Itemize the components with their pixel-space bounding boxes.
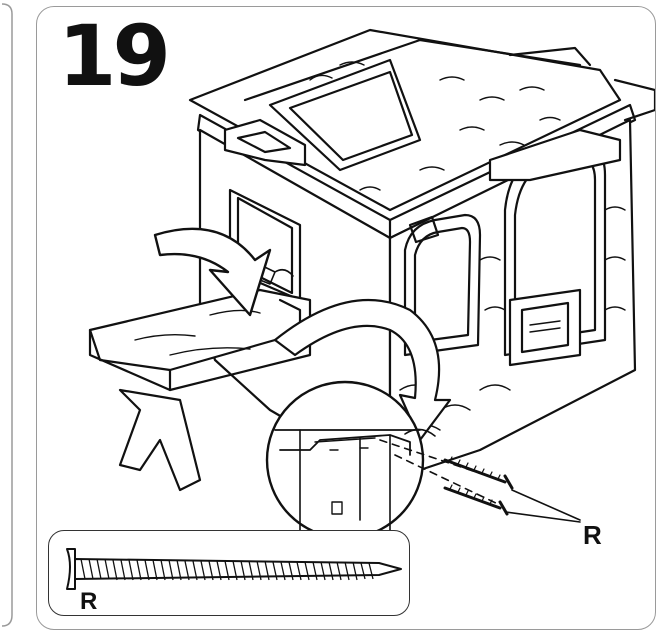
parts-box xyxy=(48,530,410,616)
roof xyxy=(188,28,655,240)
down-arrow-icon xyxy=(153,227,272,317)
callout-part-label: R xyxy=(583,520,602,550)
parts-box-label: R xyxy=(80,588,98,615)
front-wall xyxy=(388,118,637,482)
previous-panel-edge xyxy=(1,3,13,627)
detail-zoom-circle xyxy=(265,380,501,530)
bench xyxy=(88,288,312,492)
leader-lines xyxy=(505,489,581,523)
zoom-arrow-icon xyxy=(273,298,452,442)
screw-icon xyxy=(66,548,402,590)
playhouse-bench-illustration xyxy=(88,28,655,530)
step-number: 19 xyxy=(58,7,171,105)
